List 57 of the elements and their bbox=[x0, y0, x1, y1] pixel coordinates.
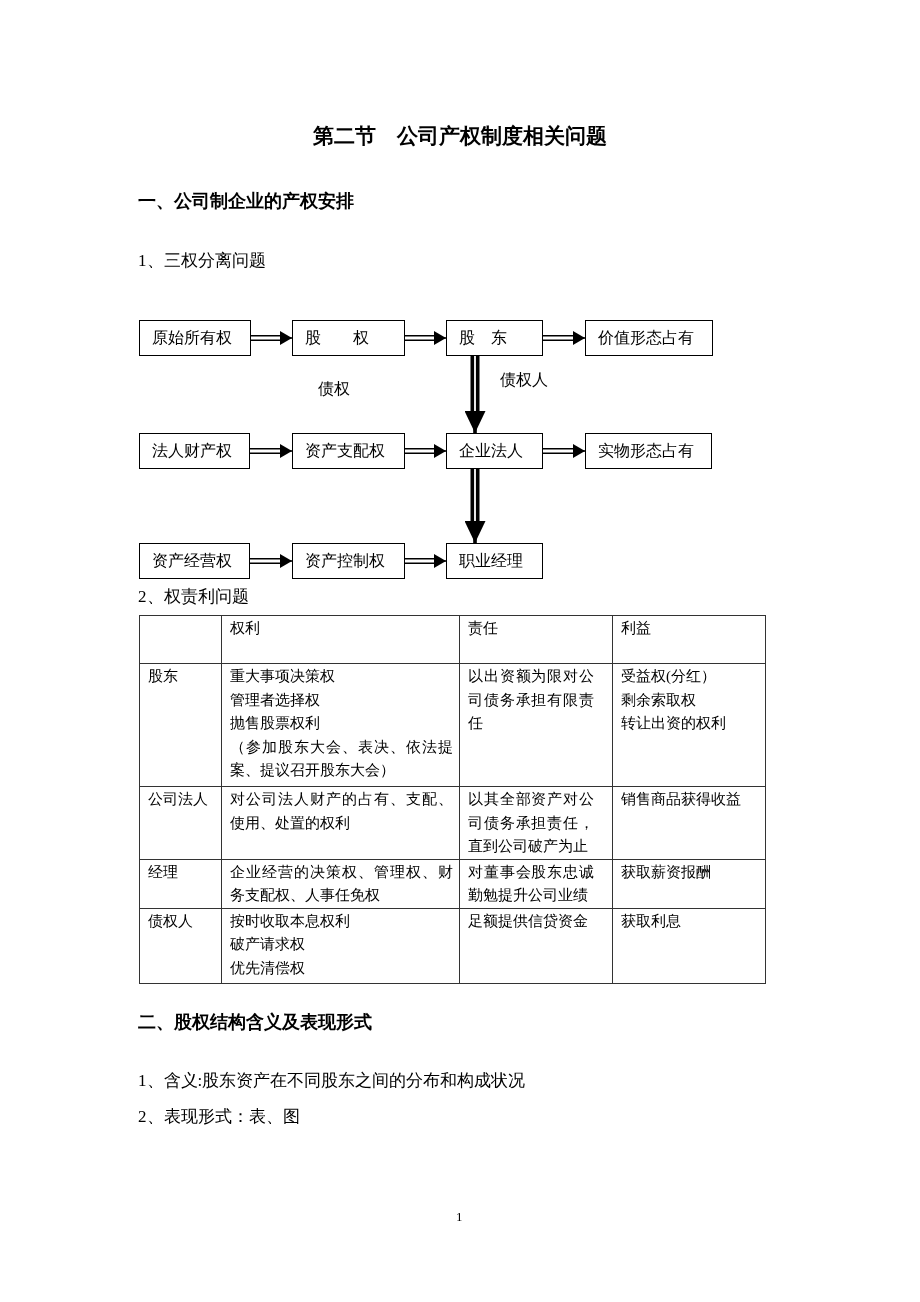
column-header: 责任 bbox=[468, 619, 498, 638]
cell-text: 足额提供信贷资金 bbox=[468, 911, 588, 931]
arrow bbox=[404, 554, 447, 568]
cell-text: 以出资额为限对公司债务承担有限责任 bbox=[468, 667, 594, 733]
cell-text: （参加股东大会、表决、依法提案、提议召开股东大会） bbox=[230, 737, 453, 780]
row-header: 公司法人 bbox=[148, 790, 208, 809]
section-heading: 二、股权结构含义及表现形式 bbox=[138, 1011, 372, 1033]
cell-text: 对董事会股东忠诚勤勉提升公司业绩 bbox=[468, 862, 594, 905]
section-heading: 一、公司制企业的产权安排 bbox=[138, 190, 354, 212]
process-box: 股 东 bbox=[446, 320, 543, 356]
row-header: 债权人 bbox=[148, 911, 193, 931]
cell-text: 对公司法人财产的占有、支配、使用、处置的权利 bbox=[230, 790, 453, 833]
process-box: 原始所有权 bbox=[139, 320, 251, 356]
column-header: 权利 bbox=[230, 619, 260, 638]
cell-text: 管理者选择权 bbox=[230, 690, 320, 710]
process-box: 职业经理 bbox=[446, 543, 543, 579]
process-box: 实物形态占有 bbox=[585, 433, 712, 469]
process-box: 企业法人 bbox=[446, 433, 543, 469]
page-number: 1 bbox=[456, 1208, 463, 1226]
row-header: 经理 bbox=[148, 862, 178, 882]
body-text: 1、含义:股东资产在不同股东之间的分布和构成状况 bbox=[138, 1070, 526, 1092]
arrow bbox=[250, 331, 293, 345]
arrow bbox=[404, 331, 447, 345]
body-text: 2、表现形式：表、图 bbox=[138, 1106, 300, 1128]
cell-text: 企业经营的决策权、管理权、财务支配权、人事任免权 bbox=[230, 862, 453, 905]
cell-text: 破产请求权 bbox=[230, 935, 305, 954]
page-title: 第二节 公司产权制度相关问题 bbox=[313, 123, 607, 150]
process-box: 价值形态占有 bbox=[585, 320, 713, 356]
process-box: 法人财产权 bbox=[139, 433, 250, 469]
arrow bbox=[542, 444, 586, 458]
arrow bbox=[464, 354, 486, 435]
cell-text: 转让出资的权利 bbox=[621, 714, 726, 733]
cell-text: 获取薪资报酬 bbox=[621, 862, 711, 882]
cell-text: 销售商品获得收益 bbox=[621, 790, 741, 809]
row-header: 股东 bbox=[148, 667, 178, 686]
process-box: 股 权 bbox=[292, 320, 405, 356]
cell-text: 获取利息 bbox=[621, 911, 681, 931]
process-box: 资产经营权 bbox=[139, 543, 250, 579]
process-box: 资产控制权 bbox=[292, 543, 405, 579]
cell-text: 受益权(分红） bbox=[621, 667, 716, 686]
cell-text: 重大事项决策权 bbox=[230, 667, 335, 686]
process-box: 资产支配权 bbox=[292, 433, 405, 469]
arrow bbox=[404, 444, 447, 458]
arrow bbox=[249, 444, 293, 458]
body-text: 1、三权分离问题 bbox=[138, 250, 266, 272]
arrow bbox=[249, 554, 293, 568]
cell-text: 优先清偿权 bbox=[230, 958, 305, 978]
arrow bbox=[464, 467, 486, 545]
arrow bbox=[542, 331, 586, 345]
cell-text: 以其全部资产对公司债务承担责任，直到公司破产为止 bbox=[468, 790, 594, 856]
cell-text: 剩余索取权 bbox=[621, 690, 696, 710]
annotation-text: 债权 bbox=[318, 379, 350, 399]
body-text: 2、权责利问题 bbox=[138, 586, 249, 608]
column-header: 利益 bbox=[621, 619, 651, 638]
cell-text: 抛售股票权利 bbox=[230, 714, 320, 733]
cell-text: 按时收取本息权利 bbox=[230, 911, 350, 931]
edge-label: 债权人 bbox=[499, 369, 549, 391]
